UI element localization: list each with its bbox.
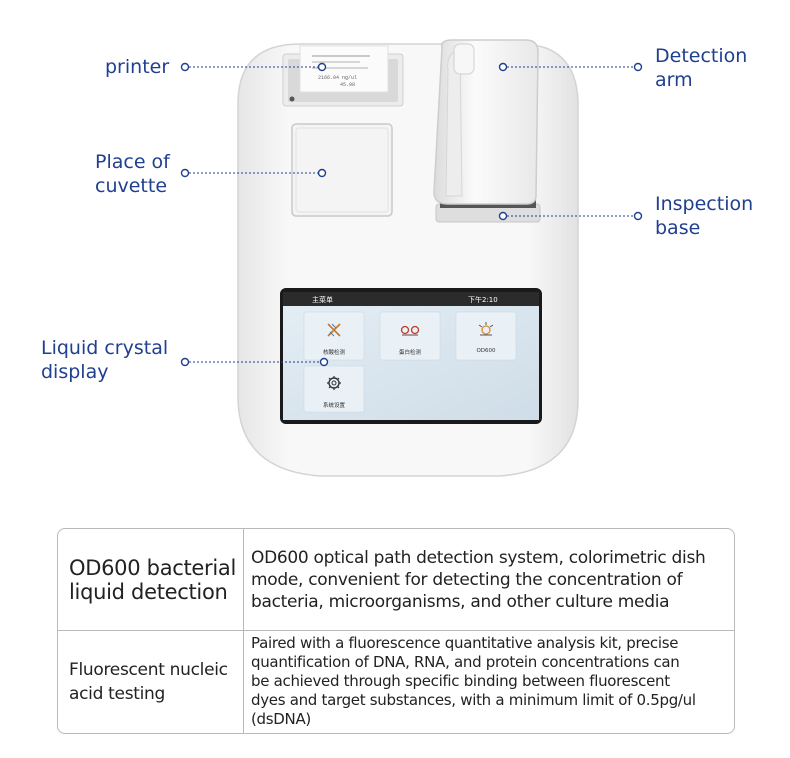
receipt-line-1: 2166.04 ng/ul <box>318 75 357 81</box>
label-inspection-base: Inspection base <box>655 193 754 239</box>
device-illustration: 2166.04 ng/ul 45.98 <box>180 39 643 477</box>
screen-tile-label-2: 蛋白检测 <box>398 350 421 356</box>
spec-table: OD600 bacterial liquid detection OD600 o… <box>57 528 735 734</box>
screen-tile-label-4: 系统设置 <box>322 403 345 409</box>
table-row: OD600 bacterial liquid detection OD600 o… <box>58 529 734 631</box>
table-row: Fluorescent nucleic acid testing Paired … <box>58 630 734 733</box>
label-printer: printer <box>105 56 170 78</box>
feature-description: Paired with a fluorescence quantitative … <box>251 634 696 728</box>
label-lcd: Liquid crystal display <box>41 337 169 383</box>
description-cell: OD600 optical path detection system, col… <box>244 529 734 630</box>
description-cell: Paired with a fluorescence quantitative … <box>244 630 734 733</box>
feature-cell: Fluorescent nucleic acid testing <box>58 630 244 733</box>
screen-tile-label-1: 核酸检测 <box>322 350 345 356</box>
detection-arm <box>433 39 541 223</box>
screen-tile-label-3: OD600 <box>476 348 496 354</box>
screen-title: 主菜单 <box>312 296 333 304</box>
screen-tile-2 <box>379 311 441 361</box>
screen-tile-3 <box>455 311 517 361</box>
bacteria-icon <box>478 322 494 336</box>
feature-description: OD600 optical path detection system, col… <box>251 547 706 612</box>
feature-cell: OD600 bacterial liquid detection <box>58 529 244 630</box>
gear-icon <box>327 376 341 390</box>
leader-dots <box>180 62 643 367</box>
leader-lines <box>185 66 638 363</box>
feature-name: OD600 bacterial liquid detection <box>69 555 237 604</box>
screen-time: 下午2:10 <box>468 296 498 304</box>
label-detection-arm: Detection arm <box>655 45 748 91</box>
label-cuvette: Place of cuvette <box>95 151 170 197</box>
protein-icon <box>400 325 420 336</box>
dna-icon <box>327 323 341 337</box>
printer-unit: 2166.04 ng/ul 45.98 <box>282 45 404 107</box>
lcd-header-bar <box>283 292 539 306</box>
receipt-line-2: 45.98 <box>340 82 355 88</box>
feature-name: Fluorescent nucleic acid testing <box>69 659 228 704</box>
cuvette-lid <box>291 123 393 217</box>
